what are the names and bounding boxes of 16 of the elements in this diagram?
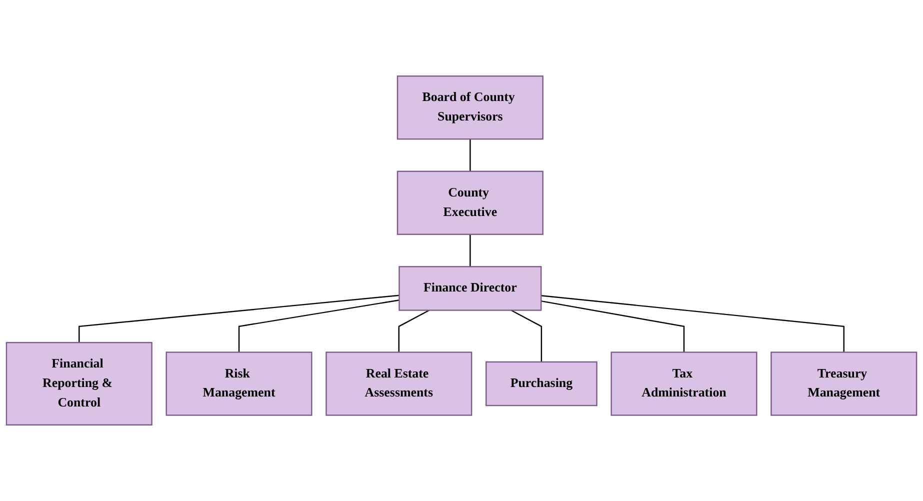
node-box: Tax Administration [610,352,758,416]
node-box: Finance Director [398,266,542,311]
node-box: Board of County Supervisors [396,75,544,140]
connector [510,310,542,362]
connector [540,300,685,352]
connector [78,294,400,343]
node-box: Purchasing [486,361,598,406]
node-box: County Executive [396,170,544,235]
node-box: Treasury Management [770,352,918,416]
node-box: Real Estate Assessments [326,352,472,416]
connector [238,300,400,352]
connector [470,139,471,172]
node-box: Financial Reporting & Control [6,342,152,426]
connector [541,295,844,352]
node-box: Risk Management [166,352,312,416]
connector [470,234,471,267]
